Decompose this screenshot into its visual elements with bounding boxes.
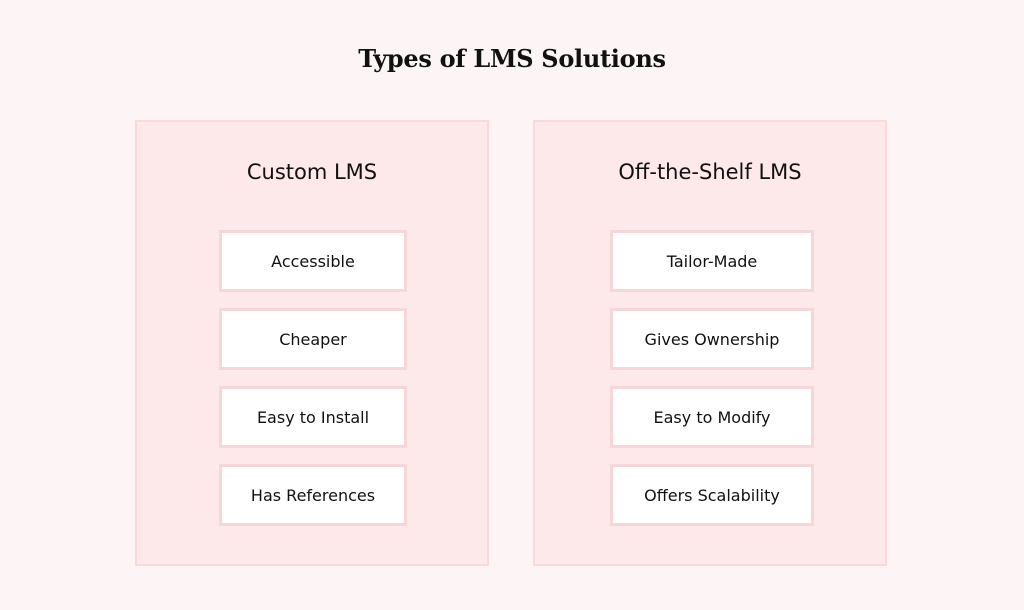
feature-item: Easy to Modify <box>610 386 814 448</box>
feature-item: Offers Scalability <box>610 464 814 526</box>
panel-heading: Off-the-Shelf LMS <box>618 160 802 184</box>
panel-off-the-shelf-lms: Off-the-Shelf LMS Tailor-Made Gives Owne… <box>533 120 887 566</box>
feature-item: Easy to Install <box>219 386 407 448</box>
feature-item: Gives Ownership <box>610 308 814 370</box>
feature-item: Cheaper <box>219 308 407 370</box>
diagram-title: Types of LMS Solutions <box>358 44 666 73</box>
feature-item: Accessible <box>219 230 407 292</box>
panel-custom-lms: Custom LMS Accessible Cheaper Easy to In… <box>135 120 489 566</box>
panel-heading: Custom LMS <box>246 160 378 184</box>
feature-item: Tailor-Made <box>610 230 814 292</box>
feature-item: Has References <box>219 464 407 526</box>
